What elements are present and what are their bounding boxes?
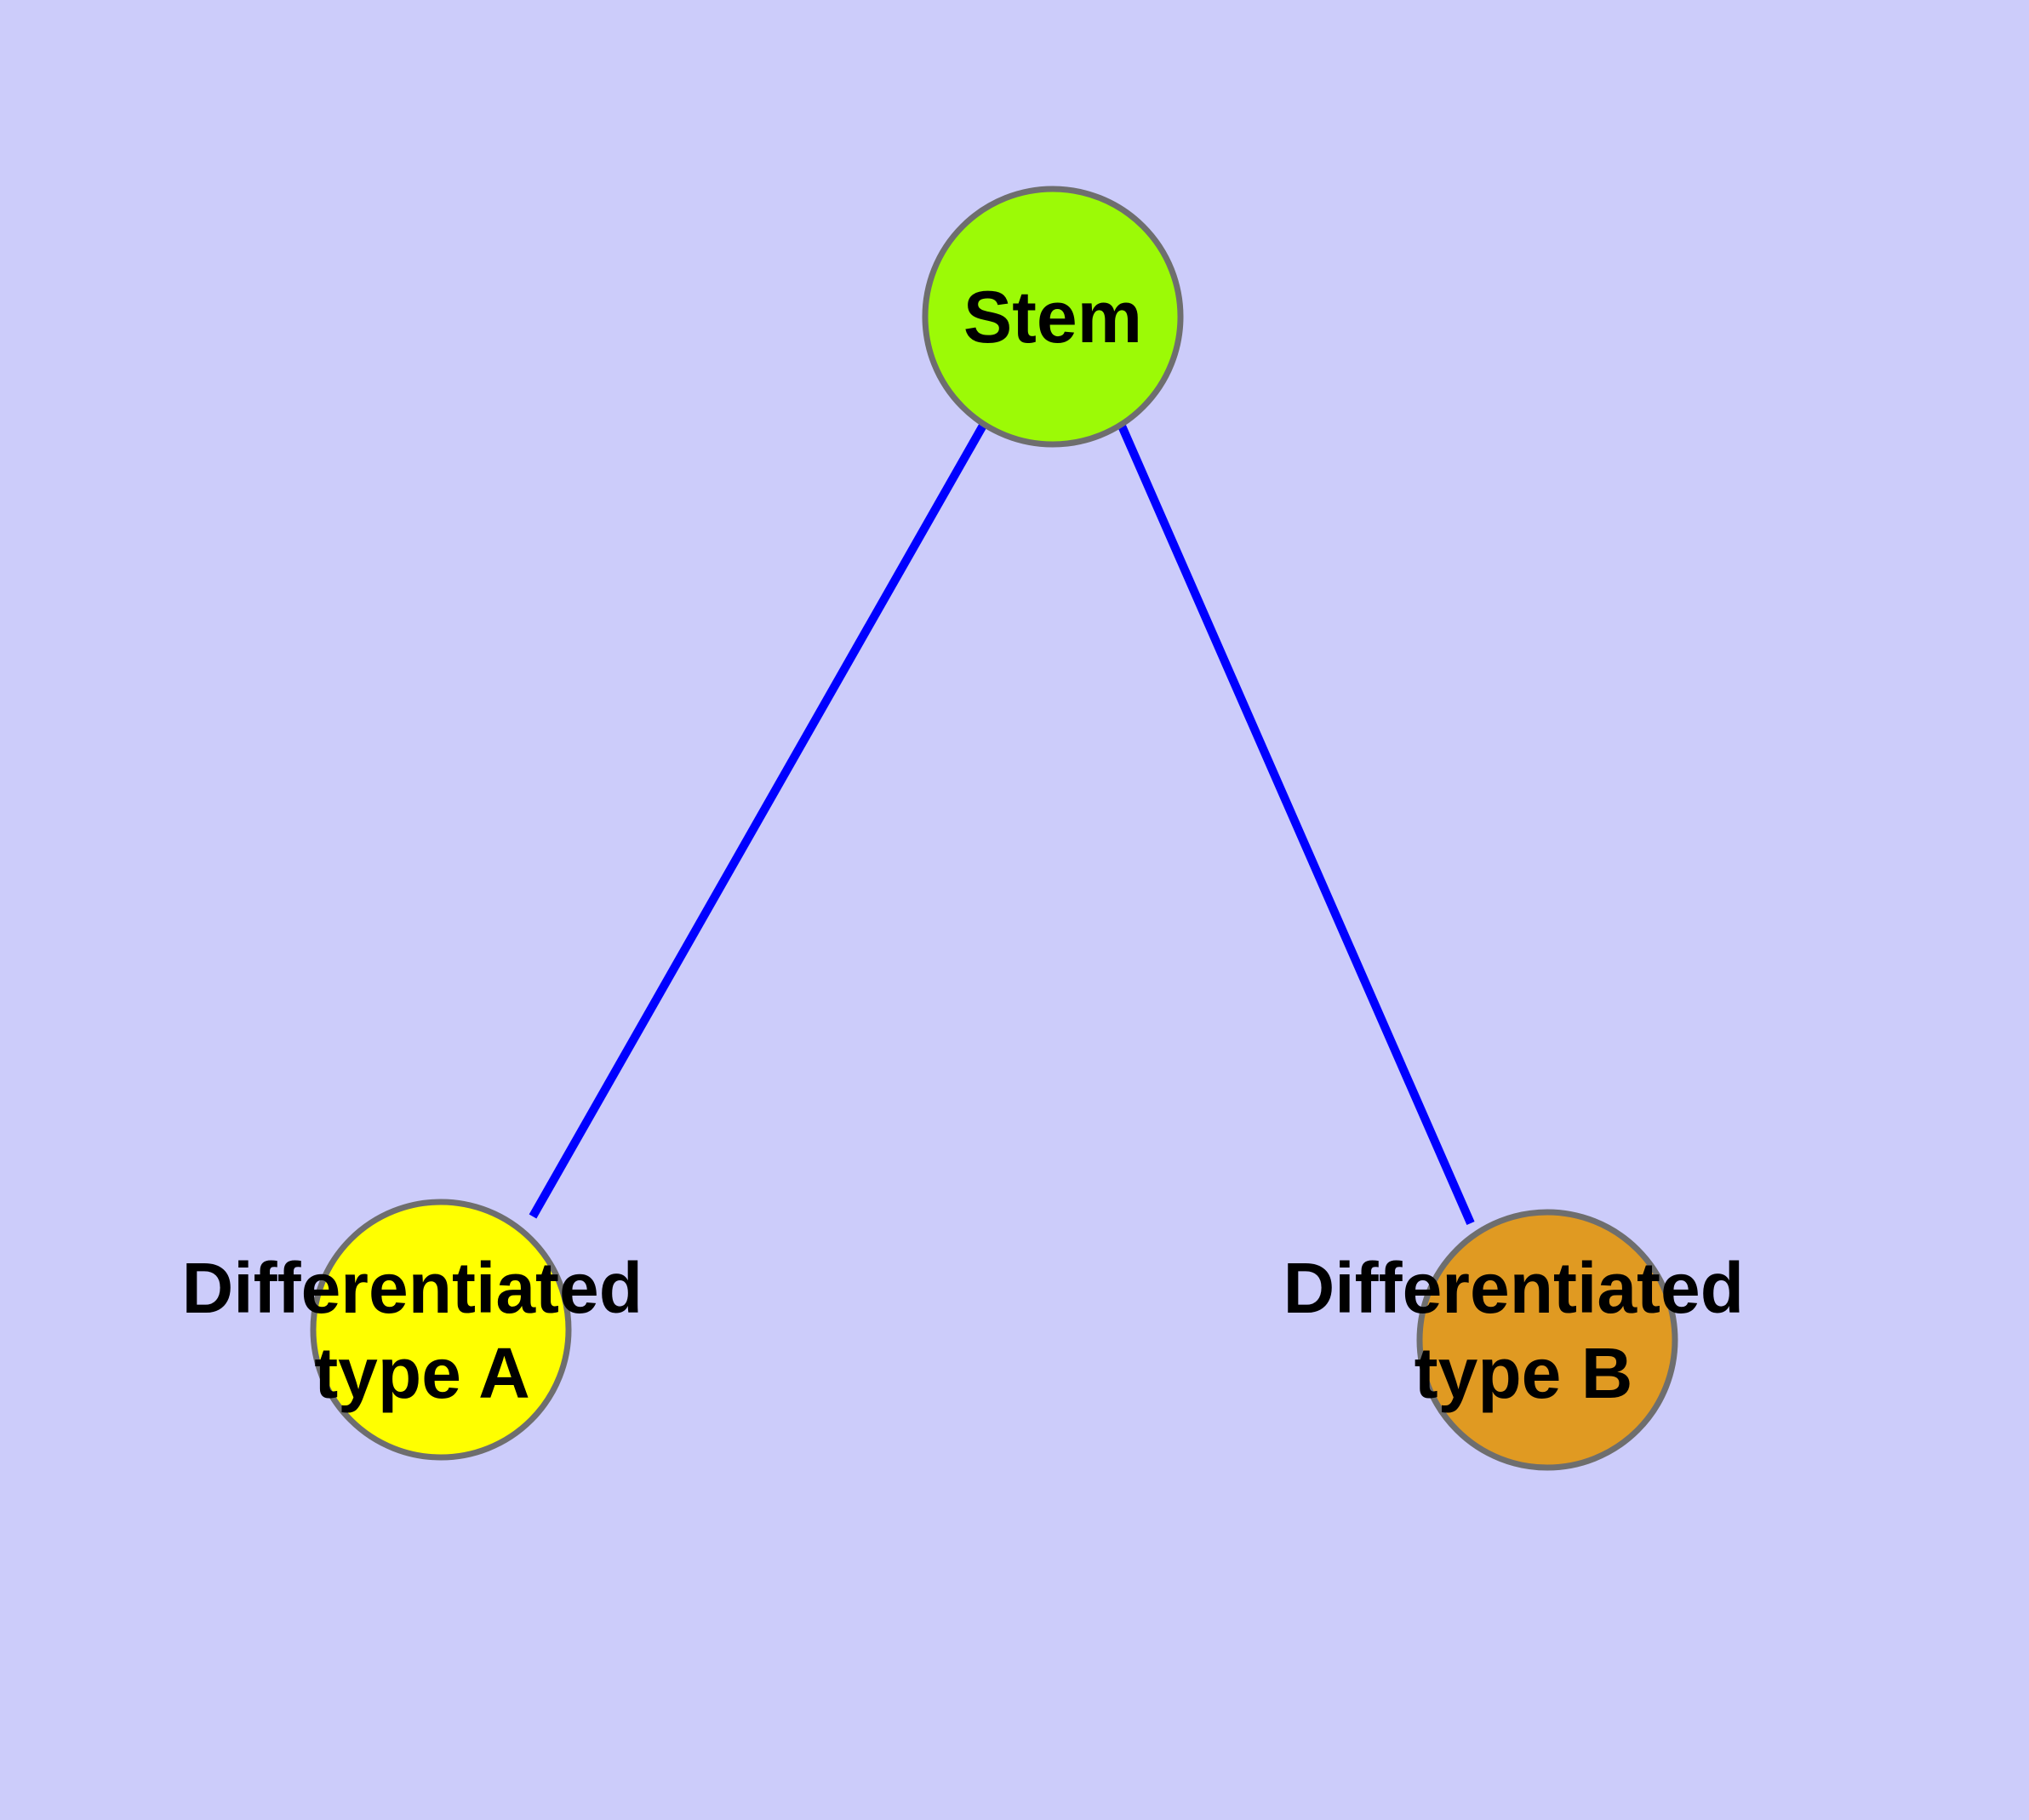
stem-node-circle[interactable] <box>922 186 1184 448</box>
diff-a-node-circle[interactable] <box>310 1199 572 1461</box>
stem-node-label: Stem <box>963 277 1142 358</box>
diff-b-node-circle[interactable] <box>1416 1209 1678 1471</box>
stem-label-line-1: Stem <box>963 277 1142 358</box>
diff-a-label-line-2: type A <box>314 1333 530 1413</box>
diff-a-label-line-1: Differentiated <box>182 1248 643 1328</box>
diff-b-label-line-1: Differentiated <box>1283 1248 1744 1328</box>
diff-a-node-label: Differentiated type A <box>182 1248 663 1413</box>
edge-stem-to-diff-a[interactable] <box>529 421 988 1219</box>
diff-b-label-line-2: type B <box>1415 1333 1633 1413</box>
diff-b-node-label: Differentiated type B <box>1283 1248 1764 1413</box>
node-diff-a[interactable]: Differentiated type A <box>182 1199 663 1461</box>
node-stem[interactable]: Stem <box>922 186 1184 448</box>
edge-stem-to-diff-b[interactable] <box>1117 421 1475 1226</box>
node-diff-b[interactable]: Differentiated type B <box>1283 1209 1764 1471</box>
edge-layer <box>529 421 1475 1226</box>
